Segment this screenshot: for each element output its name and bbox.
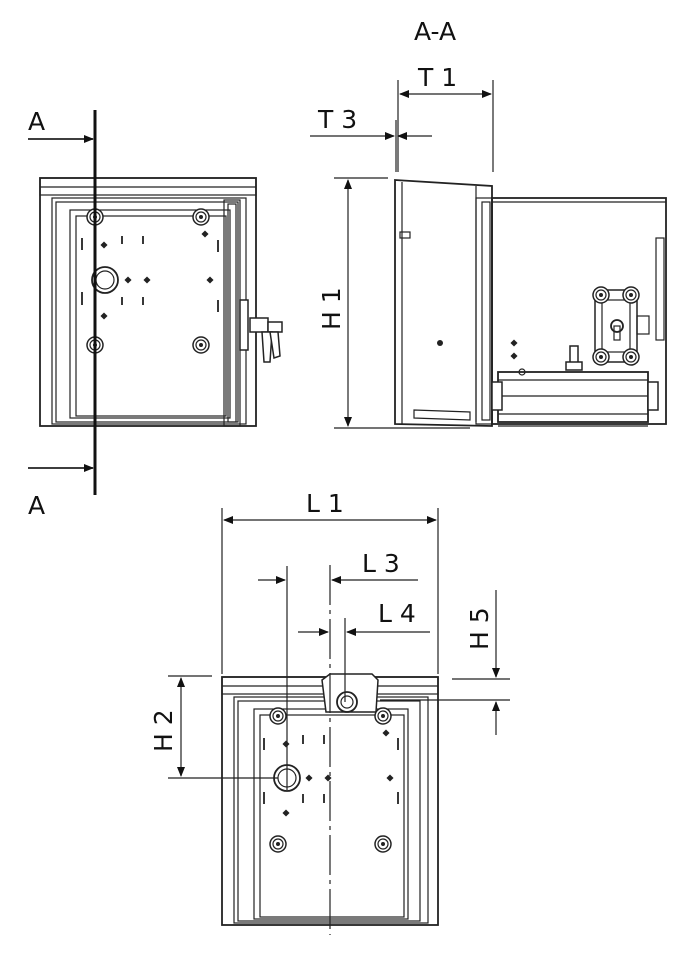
dim-l1 xyxy=(221,508,439,674)
dim-t3 xyxy=(310,120,432,172)
front-view xyxy=(39,110,283,495)
dim-t1 xyxy=(397,80,494,172)
section-label-bottom: A xyxy=(28,491,45,520)
section-view xyxy=(394,179,667,427)
dim-label-t3: T 3 xyxy=(317,105,357,134)
dim-h5 xyxy=(380,590,510,735)
dim-l4 xyxy=(298,618,430,702)
dim-label-h2: H 2 xyxy=(149,709,178,752)
dim-h2 xyxy=(168,675,278,779)
dim-label-l4: L 4 xyxy=(378,599,416,628)
section-label-top: A xyxy=(28,107,45,136)
dim-label-h1: H 1 xyxy=(317,287,346,330)
section-title: A-A xyxy=(414,17,456,46)
dim-label-t1: T 1 xyxy=(417,63,457,92)
dim-h1 xyxy=(334,177,470,429)
dim-label-l3: L 3 xyxy=(362,549,400,578)
dim-label-l1: L 1 xyxy=(306,489,344,518)
dim-label-h5: H 5 xyxy=(465,607,494,650)
rear-view xyxy=(221,565,439,935)
dim-l3 xyxy=(258,566,418,790)
